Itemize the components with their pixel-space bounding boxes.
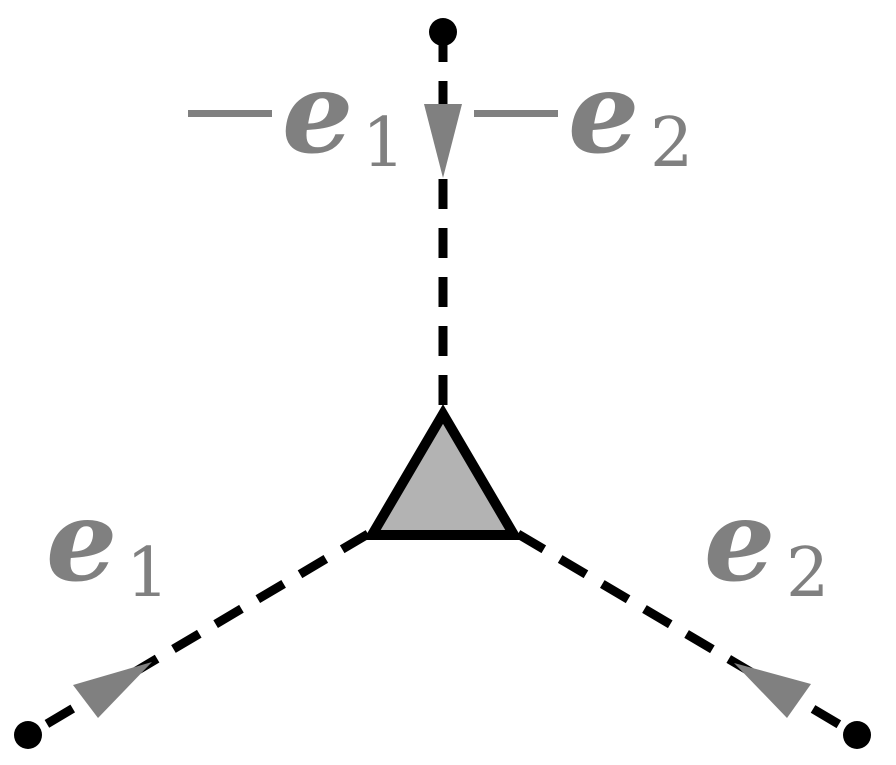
top-arrowhead-icon bbox=[424, 104, 462, 178]
top-label-symbol-2: e bbox=[568, 48, 639, 179]
top-endpoint-dot bbox=[429, 18, 457, 46]
right-arrowhead-icon bbox=[734, 663, 811, 718]
minus-sign-2 bbox=[474, 110, 558, 117]
right-endpoint-dot bbox=[843, 721, 871, 749]
top-label-symbol-1: e bbox=[282, 48, 353, 179]
left-leg-dashed-line bbox=[25, 530, 371, 739]
top-label-subscript-1: 1 bbox=[362, 104, 405, 183]
top-label: e 1 e 2 bbox=[188, 48, 693, 183]
right-label-subscript: 2 bbox=[786, 534, 829, 613]
right-leg-dashed-line bbox=[515, 530, 860, 739]
left-label: e 1 bbox=[46, 476, 169, 613]
left-label-subscript: 1 bbox=[126, 534, 169, 613]
left-arrowhead-icon bbox=[73, 662, 152, 718]
vertex-triangle bbox=[363, 404, 523, 540]
top-label-subscript-2: 2 bbox=[650, 104, 693, 183]
left-label-symbol: e bbox=[46, 476, 117, 607]
left-endpoint-dot bbox=[14, 721, 42, 749]
right-label-symbol: e bbox=[704, 476, 775, 607]
right-label: e 2 bbox=[704, 476, 829, 613]
minus-sign-1 bbox=[188, 110, 272, 117]
